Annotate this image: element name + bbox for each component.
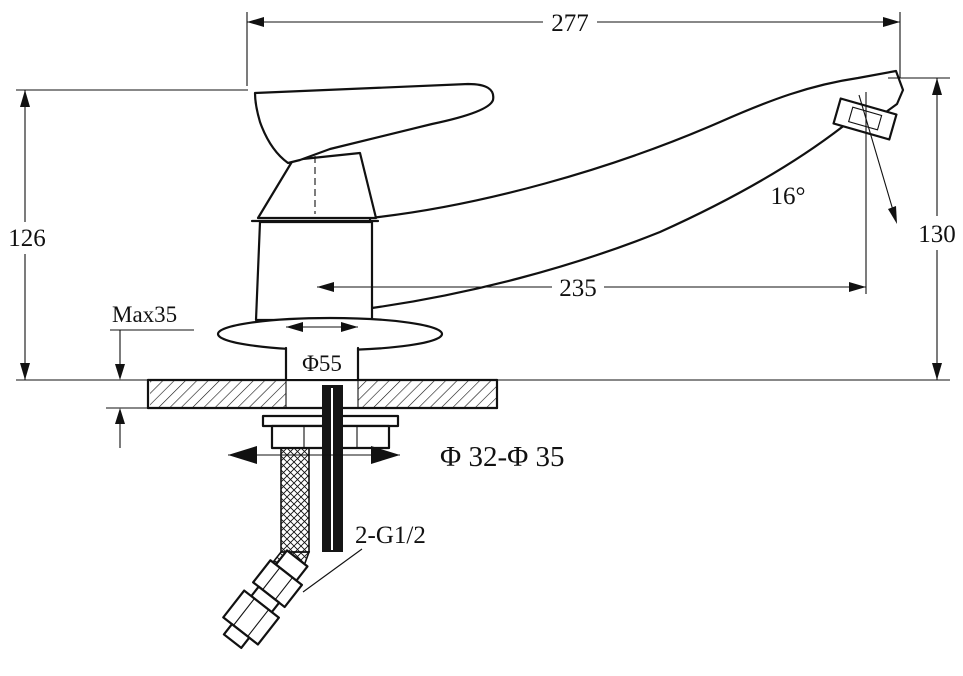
dim-left-height-label: 126 (8, 225, 46, 252)
deck-hatch-right (358, 381, 497, 407)
faucet-spout (368, 69, 905, 310)
spout-aerator (832, 97, 898, 141)
faucet-body (254, 220, 374, 322)
fitting-facet-line (233, 598, 255, 626)
aerator-body (832, 97, 898, 141)
arrowhead (341, 322, 358, 332)
dim-spout-angle: 16° (771, 94, 897, 224)
note-supply-thread-label: 2-G1/2 (355, 522, 426, 549)
dim-mounting-hole: Φ 32-Φ 35 (228, 441, 565, 473)
dim-base-diameter-label: Φ55 (302, 351, 342, 376)
faucet-dome (256, 151, 378, 220)
hose-fitting (222, 549, 309, 650)
arrowhead (20, 363, 30, 380)
arrowhead (317, 282, 334, 292)
aerator-inset (847, 106, 883, 131)
arrowhead (286, 322, 303, 332)
dim-max-deck-thickness: Max35 (106, 302, 194, 448)
angle-line (858, 94, 896, 218)
base-neck-fill (287, 344, 357, 379)
arrowhead (20, 90, 30, 107)
note-supply-thread: 2-G1/2 (302, 522, 426, 593)
arrowhead (888, 206, 897, 224)
arrowhead (371, 446, 400, 464)
dim-spout-reach-label: 235 (559, 275, 597, 302)
dim-overall-width: 277 (246, 10, 901, 86)
arrowhead (247, 17, 264, 27)
arrowhead (849, 282, 866, 292)
arrowhead (932, 363, 942, 380)
dim-mounting-hole-label: Φ 32-Φ 35 (440, 441, 565, 473)
leader-line (302, 548, 363, 593)
dim-max-thickness-label: Max35 (112, 302, 177, 327)
hose-braid (280, 447, 310, 553)
dim-spout-height-label: 130 (918, 221, 956, 248)
fitting-tip (222, 623, 251, 650)
mounting-hardware (261, 385, 400, 552)
deck-hatch-left (150, 381, 286, 407)
dim-spout-height: 130 (888, 77, 956, 380)
dim-overall-width-label: 277 (551, 10, 589, 37)
arrowhead (932, 78, 942, 95)
dim-spout-angle-label: 16° (771, 183, 806, 210)
fitting-facet-line (262, 567, 281, 591)
arrowhead (228, 446, 257, 464)
dim-base-diameter: Φ55 (286, 322, 358, 376)
fitting-facet-line (274, 577, 293, 600)
faucet-handle (253, 82, 495, 165)
dim-spout-reach: 235 (317, 92, 867, 302)
fitting-facet-line (247, 609, 270, 637)
arrowhead (115, 408, 125, 424)
arrowhead (115, 364, 125, 380)
dim-left-height: 126 (8, 89, 248, 380)
arrowhead (883, 17, 900, 27)
